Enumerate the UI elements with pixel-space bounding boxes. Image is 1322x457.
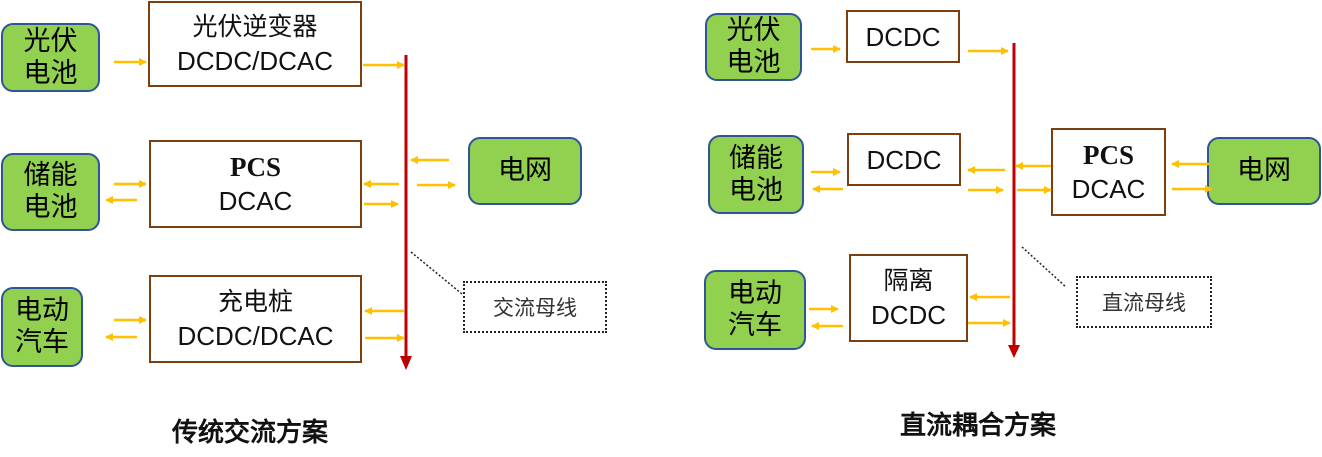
source-label-line2: 汽车 bbox=[728, 310, 782, 341]
ac-converter-pv-inverter: 光伏逆变器 DCDC/DCAC bbox=[148, 1, 362, 87]
bus-label-text: 交流母线 bbox=[493, 296, 577, 320]
ac-bus-arrowhead bbox=[400, 356, 412, 370]
source-label-line2: 电池 bbox=[729, 174, 783, 206]
ac-bus-label: 交流母线 bbox=[463, 281, 607, 333]
ac-converter-charging-pile: 充电桩 DCDC/DCAC bbox=[149, 275, 362, 363]
source-label-line2: 电池 bbox=[23, 192, 78, 223]
converter-label-line2: DCDC bbox=[870, 300, 947, 330]
ac-grid: 电网 bbox=[468, 137, 582, 205]
source-label-line1: 光伏 bbox=[726, 15, 781, 46]
source-label-line1: 光伏 bbox=[23, 25, 78, 57]
converter-label-line1: 光伏逆变器 bbox=[192, 12, 318, 41]
converter-label-line2: DCAC bbox=[1071, 174, 1146, 204]
ac-bus-leader-line bbox=[410, 251, 463, 295]
converter-label-line2: DCDC/DCAC bbox=[177, 46, 333, 76]
dc-converter-pv-dcdc: DCDC bbox=[846, 10, 960, 63]
grid-label: 电网 bbox=[498, 155, 552, 186]
dc-converter-storage-dcdc: DCDC bbox=[847, 133, 961, 186]
source-label-line1: 储能 bbox=[729, 142, 783, 174]
caption-text: 传统交流方案 bbox=[171, 418, 328, 448]
dc-bus-leader-line bbox=[1021, 246, 1067, 288]
ac-source-pv-battery: 光伏 电池 bbox=[1, 23, 100, 92]
converter-label-line2: DCAC bbox=[218, 186, 293, 216]
source-label-line2: 电池 bbox=[23, 57, 78, 89]
dc-bus-label: 直流母线 bbox=[1076, 276, 1212, 328]
bus-label-text: 直流母线 bbox=[1102, 291, 1186, 315]
ac-source-storage-battery: 储能 电池 bbox=[1, 153, 100, 231]
converter-label-line2: DCDC/DCAC bbox=[177, 321, 334, 351]
converter-label-line1: DCDC bbox=[865, 21, 941, 52]
dc-bus-arrowhead bbox=[1008, 345, 1020, 358]
source-label-line2: 汽车 bbox=[15, 327, 69, 358]
dc-scheme-caption: 直流耦合方案 bbox=[858, 405, 1098, 441]
dc-source-electric-vehicle: 电动 汽车 bbox=[704, 270, 806, 350]
dc-grid: 电网 bbox=[1207, 137, 1321, 205]
source-label-line1: 电动 bbox=[728, 278, 782, 309]
converter-label-line1: PCS bbox=[1082, 140, 1134, 170]
source-label-line1: 储能 bbox=[23, 160, 78, 191]
dc-source-pv-battery: 光伏 电池 bbox=[705, 13, 802, 81]
converter-label-line1: 隔离 bbox=[883, 266, 934, 295]
converter-label-line1: 充电桩 bbox=[217, 287, 293, 316]
source-label-line2: 电池 bbox=[726, 47, 781, 78]
converter-label-line1: DCDC bbox=[866, 144, 942, 175]
ac-scheme-caption: 传统交流方案 bbox=[130, 412, 370, 448]
converter-label-line1: PCS bbox=[229, 152, 281, 182]
dc-source-storage-battery: 储能 电池 bbox=[708, 135, 804, 214]
ac-source-electric-vehicle: 电动 汽车 bbox=[1, 287, 83, 367]
grid-label: 电网 bbox=[1237, 155, 1291, 186]
dc-converter-pcs: PCS DCAC bbox=[1051, 128, 1166, 216]
caption-text: 直流耦合方案 bbox=[899, 411, 1056, 441]
dc-converter-isolated-dcdc: 隔离 DCDC bbox=[849, 254, 968, 342]
source-label-line1: 电动 bbox=[15, 295, 69, 326]
ac-converter-pcs: PCS DCAC bbox=[149, 140, 362, 228]
